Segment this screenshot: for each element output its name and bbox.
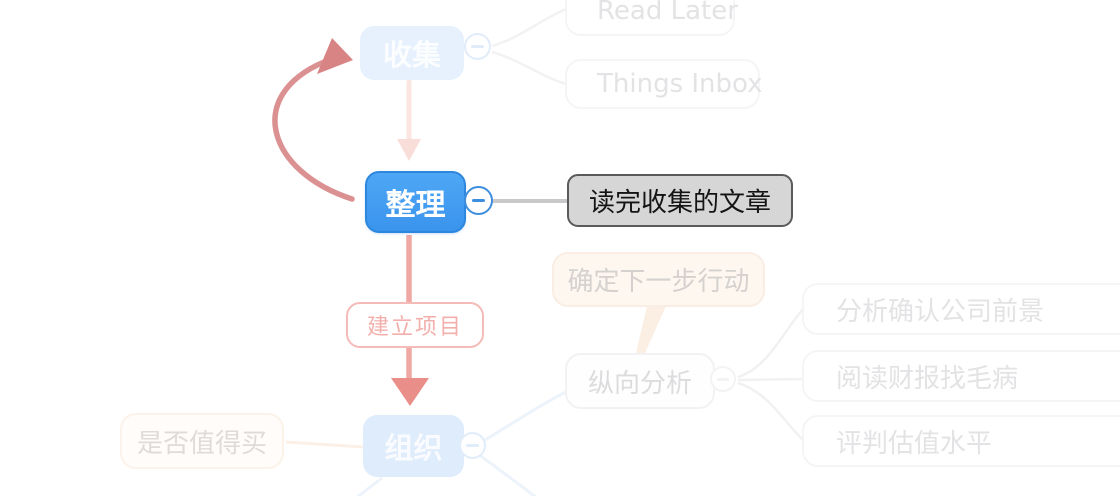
collapse-minus-icon[interactable]: [710, 366, 736, 392]
flow-label-text: 建立项目: [366, 315, 463, 340]
node-read-later[interactable]: Read Later: [565, 0, 738, 36]
connector-organization-analysis: [479, 390, 567, 445]
arrow-collect-to-organize-head: [397, 139, 421, 161]
node-worth-buying[interactable]: 是否值得买: [120, 413, 284, 469]
node-read-later-label: Read Later: [597, 0, 738, 26]
arrow-organize-to-organization-head: [391, 378, 429, 406]
node-selected-topic-label: 读完收集的文章: [588, 188, 771, 218]
connector-organization-child-left: [356, 476, 383, 496]
node-read-financials-label: 阅读财报找毛病: [836, 363, 1019, 394]
loop-arrow-organize-to-collect[interactable]: [272, 59, 355, 202]
collapse-minus-icon[interactable]: [464, 33, 491, 60]
collapse-minus-icon[interactable]: [464, 186, 493, 215]
node-collect[interactable]: 收集: [360, 26, 464, 80]
connector-organization-child-right: [474, 450, 537, 496]
node-company-prospects-label: 分析确认公司前景: [836, 296, 1045, 327]
connector-worthbuying-organization: [285, 440, 365, 449]
node-organize-label: 整理: [385, 188, 446, 223]
node-organization-label: 组织: [384, 431, 443, 465]
collapse-minus-icon[interactable]: [459, 432, 486, 459]
flow-label-create-project[interactable]: 建立项目: [346, 302, 484, 348]
node-things-inbox[interactable]: Things Inbox: [565, 59, 763, 109]
node-collect-label: 收集: [382, 38, 441, 72]
node-selected-topic[interactable]: 读完收集的文章: [567, 174, 793, 227]
node-worth-buying-label: 是否值得买: [136, 428, 267, 459]
node-company-prospects[interactable]: 分析确认公司前景: [802, 283, 1120, 335]
connector-collect-thingsinbox: [491, 50, 567, 86]
node-vertical-analysis[interactable]: 纵向分析: [565, 353, 715, 409]
connector-analysis-financials: [737, 377, 805, 382]
node-organization[interactable]: 组织: [363, 415, 464, 477]
node-valuation[interactable]: 评判估值水平: [802, 415, 1120, 467]
node-read-financials[interactable]: 阅读财报找毛病: [802, 350, 1120, 402]
node-valuation-label: 评判估值水平: [836, 428, 993, 459]
node-things-inbox-label: Things Inbox: [597, 69, 763, 99]
branch-nextaction-verticalanalysis: [636, 306, 666, 353]
loop-arrow-head: [317, 38, 353, 74]
node-organize[interactable]: 整理: [365, 171, 466, 233]
node-next-action-label: 确定下一步行动: [567, 267, 750, 297]
connector-collect-readlater: [491, 7, 567, 48]
node-next-action[interactable]: 确定下一步行动: [552, 252, 765, 307]
connector-analysis-prospects: [737, 307, 805, 379]
connector-analysis-valuation: [737, 381, 805, 442]
node-vertical-analysis-label: 纵向分析: [587, 368, 692, 399]
